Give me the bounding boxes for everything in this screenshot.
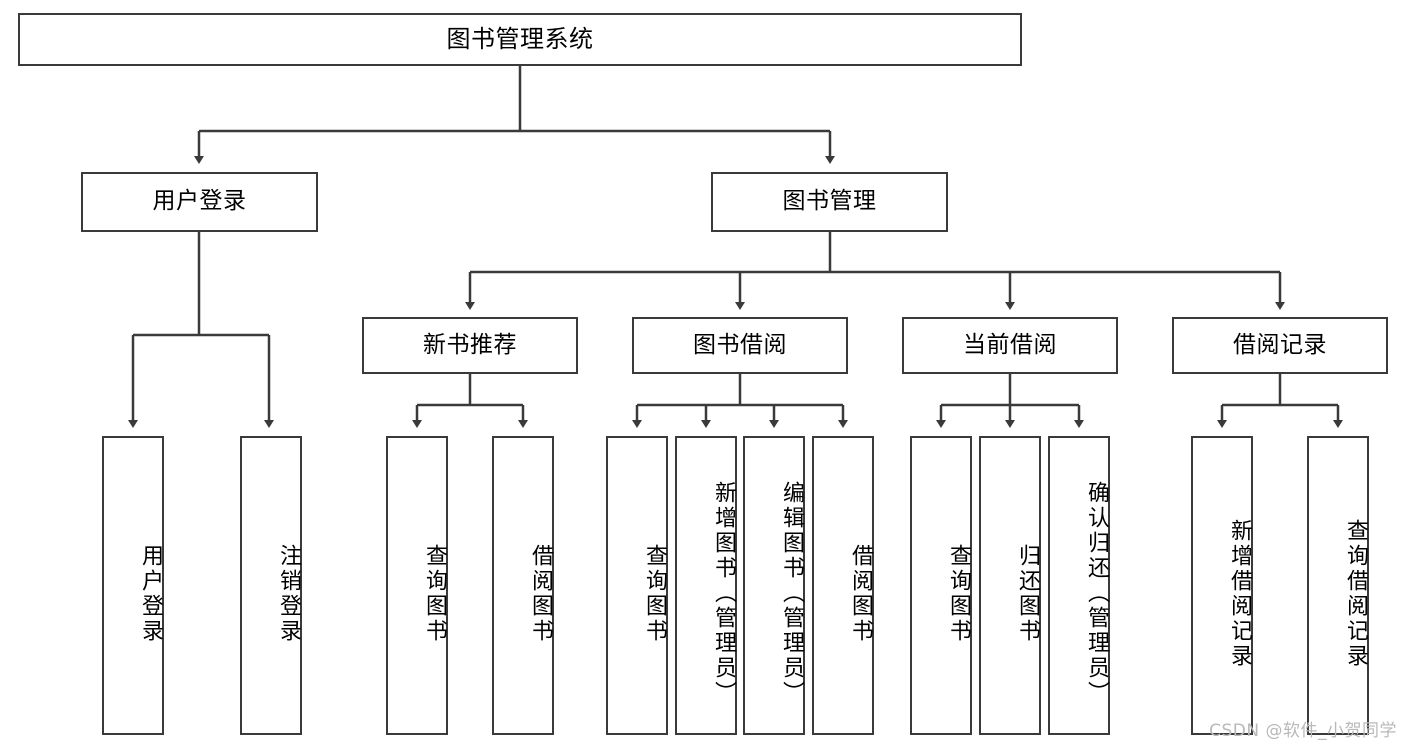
leaf-borrow-borrow-book[interactable]: 借阅图书 — [812, 436, 874, 735]
csdn-watermark: CSDN @软件_小贺同学 — [1209, 721, 1397, 741]
node-label: 借阅图书 — [528, 543, 553, 644]
node-label: 新增图书（管理员） — [711, 481, 736, 706]
node-label: 查询图书 — [642, 543, 667, 644]
leaf-borrow-add-book-admin[interactable]: 新增图书（管理员） — [675, 436, 737, 735]
leaf-record-query-record[interactable]: 查询借阅记录 — [1307, 436, 1369, 735]
node-label: 新增借阅记录 — [1227, 518, 1252, 669]
node-label: 当前借阅 — [963, 331, 1057, 358]
node-new-book-recommendation[interactable]: 新书推荐 — [362, 317, 578, 374]
leaf-user-login-login[interactable]: 用户登录 — [102, 436, 164, 735]
leaf-current-return-book[interactable]: 归还图书 — [979, 436, 1041, 735]
leaf-record-add-record[interactable]: 新增借阅记录 — [1191, 436, 1253, 735]
node-user-login[interactable]: 用户登录 — [81, 172, 318, 232]
node-label: 确认归还（管理员） — [1084, 481, 1109, 706]
leaf-current-query-book[interactable]: 查询图书 — [910, 436, 972, 735]
node-book-borrowing[interactable]: 图书借阅 — [632, 317, 848, 374]
node-label: 新书推荐 — [423, 331, 517, 358]
node-label: 查询图书 — [422, 543, 447, 644]
node-label: 查询借阅记录 — [1343, 518, 1368, 669]
leaf-current-confirm-return-admin[interactable]: 确认归还（管理员） — [1048, 436, 1110, 735]
leaf-borrow-query-book[interactable]: 查询图书 — [606, 436, 668, 735]
node-label: 图书管理 — [782, 188, 877, 215]
node-label: 归还图书 — [1015, 543, 1040, 644]
node-label: 借阅记录 — [1233, 331, 1327, 358]
node-label: 注销登录 — [276, 543, 301, 644]
node-current-borrowing[interactable]: 当前借阅 — [902, 317, 1118, 374]
leaf-new-book-query-book[interactable]: 查询图书 — [386, 436, 448, 735]
node-book-management[interactable]: 图书管理 — [711, 172, 948, 232]
node-label: 图书管理系统 — [446, 25, 594, 54]
node-label: 查询图书 — [946, 543, 971, 644]
node-root-book-management-system[interactable]: 图书管理系统 — [18, 13, 1022, 66]
leaf-new-book-borrow-book[interactable]: 借阅图书 — [492, 436, 554, 735]
node-label: 用户登录 — [152, 188, 247, 215]
node-label: 借阅图书 — [848, 543, 873, 644]
node-label: 编辑图书（管理员） — [779, 481, 804, 706]
node-borrowing-record[interactable]: 借阅记录 — [1172, 317, 1388, 374]
node-label: 图书借阅 — [693, 331, 787, 358]
leaf-user-login-logout[interactable]: 注销登录 — [240, 436, 302, 735]
node-label: 用户登录 — [138, 543, 163, 644]
leaf-borrow-edit-book-admin[interactable]: 编辑图书（管理员） — [743, 436, 805, 735]
